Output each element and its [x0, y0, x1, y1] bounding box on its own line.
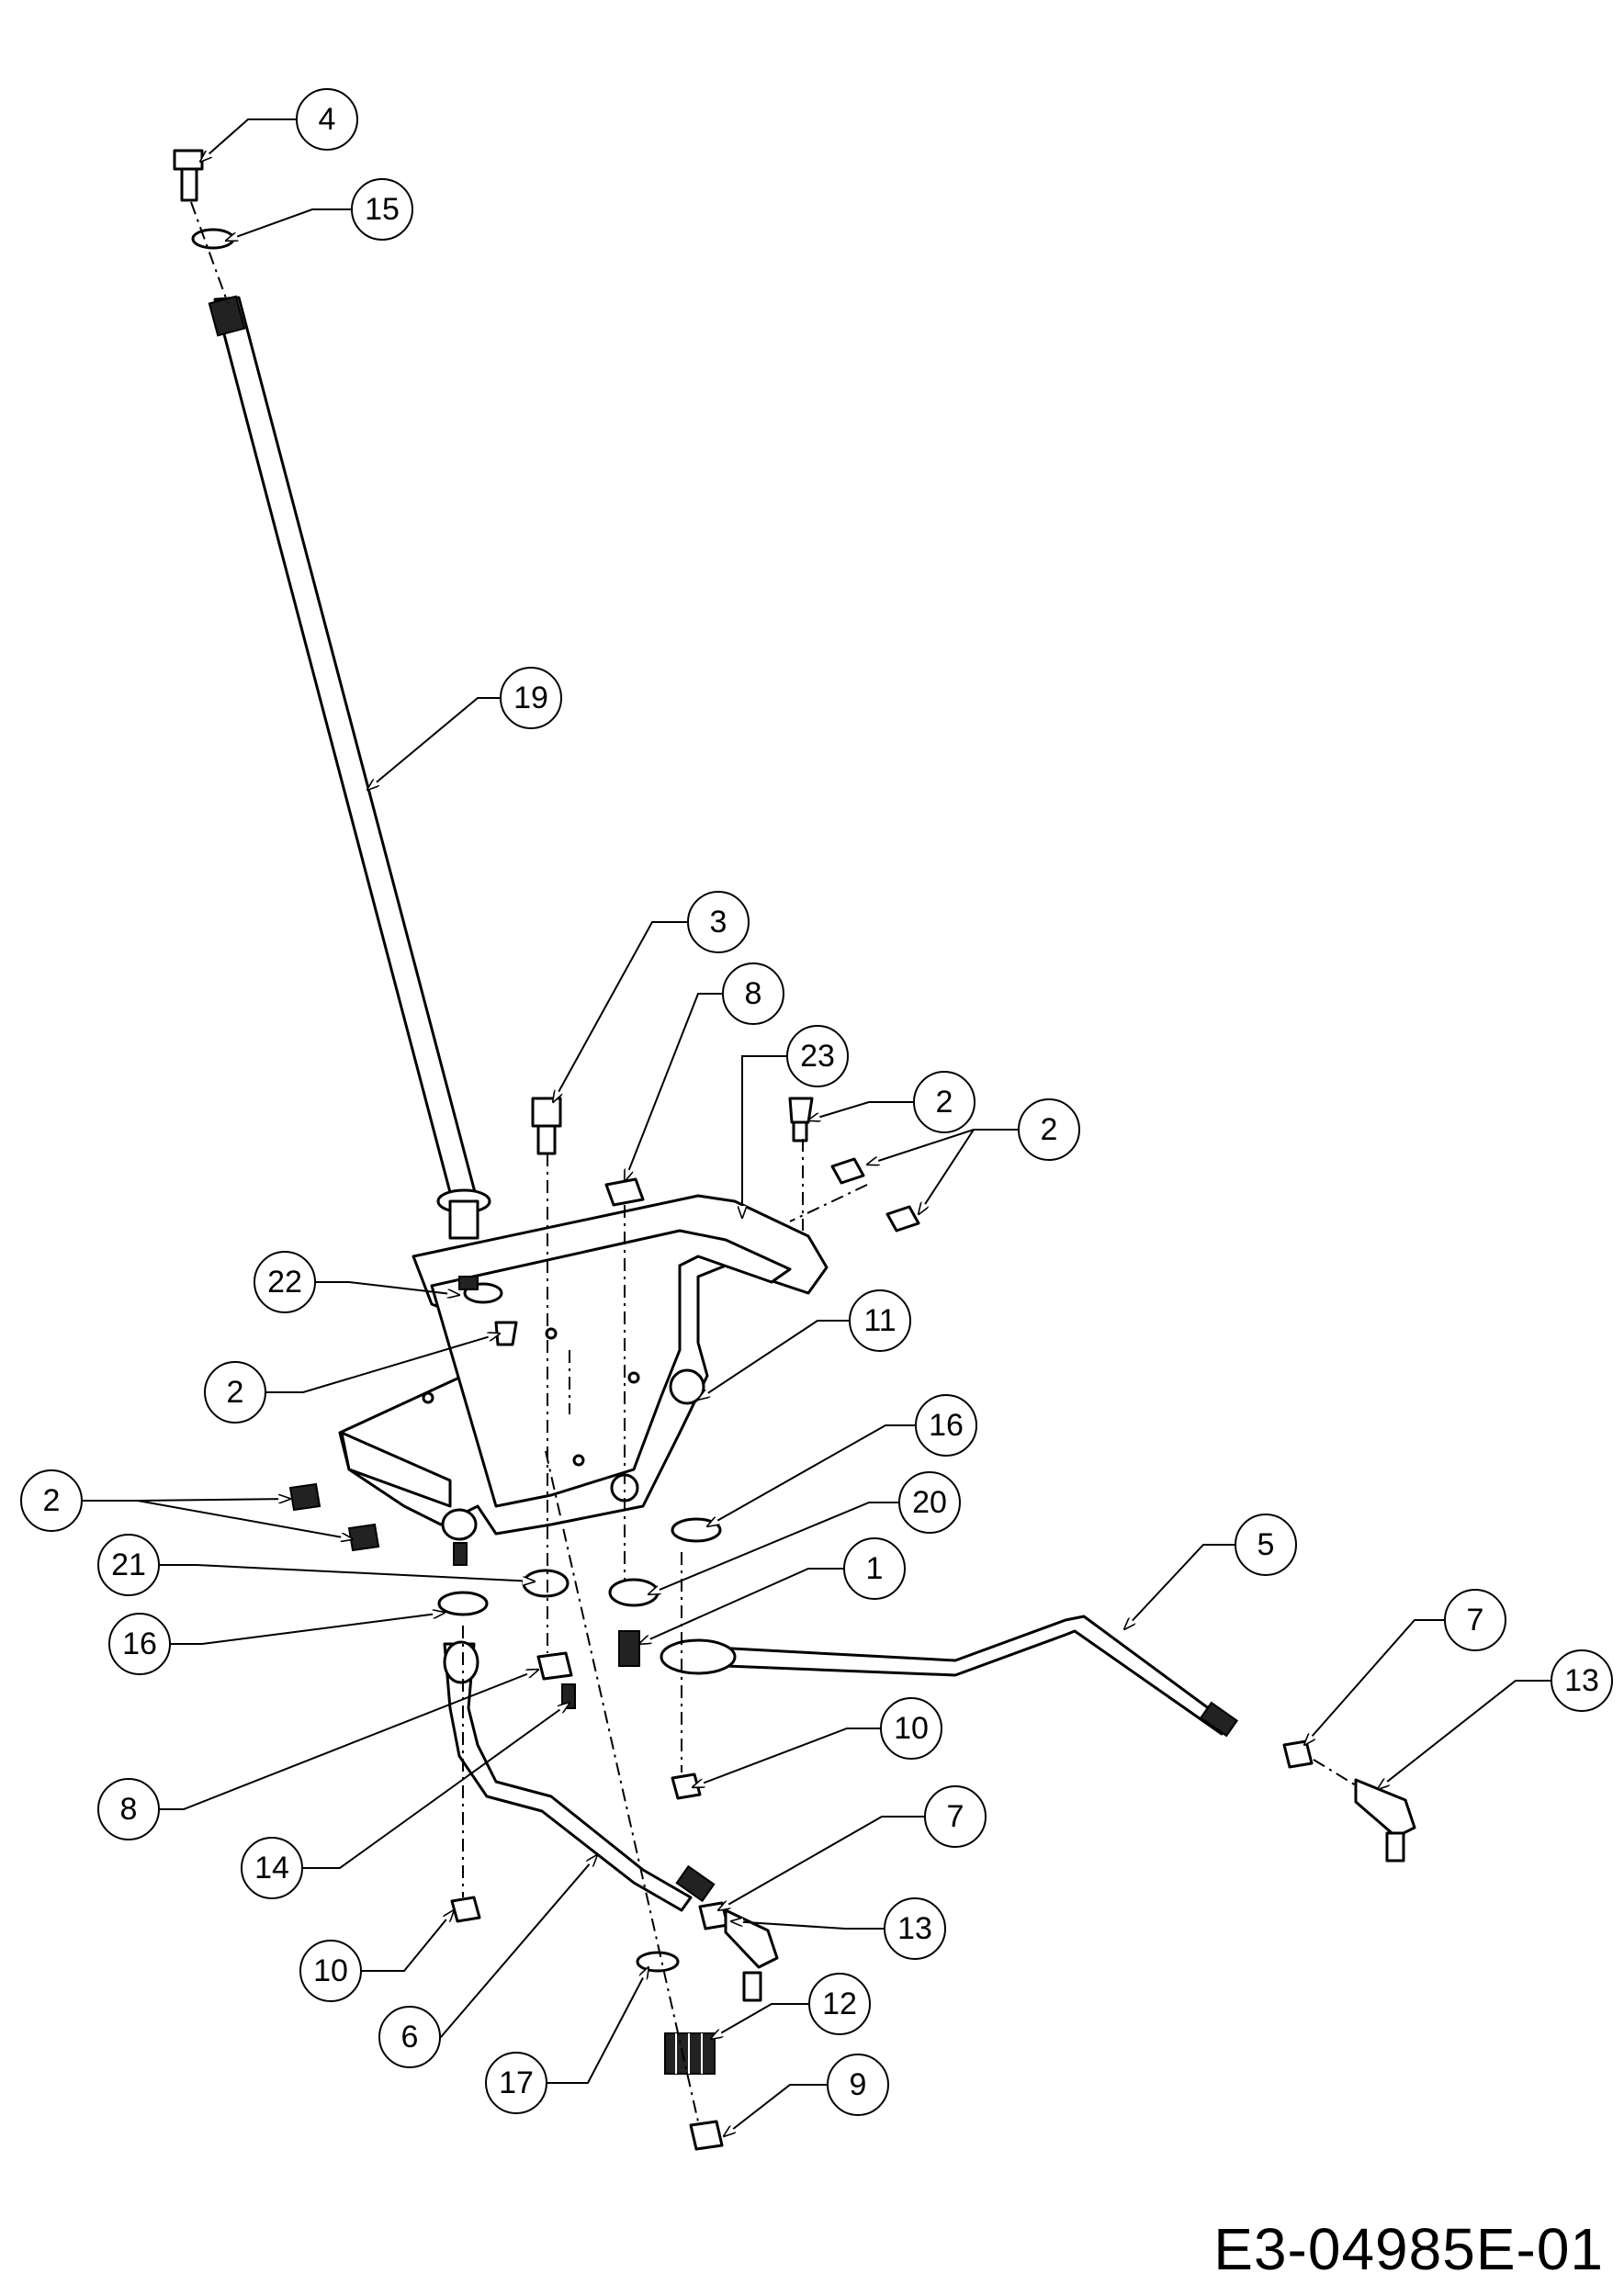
- svg-text:10: 10: [894, 1711, 929, 1746]
- leaders-layer: [83, 118, 1551, 2136]
- callout-22: 22: [254, 1251, 316, 1313]
- top-bolt: [173, 149, 204, 202]
- callout-16-left: 16: [108, 1613, 171, 1675]
- nut-9: [689, 2120, 724, 2151]
- svg-text:2: 2: [1041, 1112, 1058, 1147]
- svg-text:5: 5: [1257, 1527, 1275, 1562]
- steering-shaft: [208, 295, 491, 1240]
- svg-text:4: 4: [319, 102, 336, 137]
- svg-text:19: 19: [513, 681, 548, 715]
- gear-12: [664, 2032, 716, 2075]
- drag-link-5: [660, 1615, 1239, 1738]
- callout-2-c: 2: [204, 1361, 266, 1424]
- callout-4: 4: [296, 88, 358, 151]
- callout-9: 9: [827, 2054, 889, 2116]
- svg-text:17: 17: [499, 2065, 534, 2100]
- callout-10-right: 10: [880, 1697, 942, 1760]
- ball-joint-13-right: [1354, 1778, 1416, 1863]
- svg-text:2: 2: [43, 1483, 61, 1518]
- callout-2-b: 2: [1018, 1098, 1080, 1161]
- link-6: [443, 1640, 716, 1912]
- svg-text:9: 9: [850, 2067, 867, 2102]
- assembly-centerlines: [462, 1139, 1357, 2122]
- nut-8-top: [604, 1177, 645, 1207]
- svg-text:10: 10: [313, 1953, 348, 1988]
- callout-7-right: 7: [1444, 1589, 1506, 1651]
- svg-text:13: 13: [1564, 1663, 1599, 1698]
- callout-13-right: 13: [1551, 1649, 1613, 1712]
- callout-6: 6: [378, 2006, 441, 2068]
- nut-8-lower: [536, 1651, 573, 1681]
- svg-text:11: 11: [863, 1303, 896, 1338]
- svg-text:8: 8: [745, 976, 762, 1011]
- svg-text:6: 6: [401, 2020, 419, 2054]
- callout-13-lower: 13: [884, 1897, 946, 1960]
- svg-text:14: 14: [254, 1851, 289, 1885]
- svg-text:7: 7: [1467, 1603, 1484, 1638]
- nut-10-left: [450, 1896, 481, 1923]
- nut-7-right: [1282, 1739, 1314, 1769]
- svg-text:1: 1: [866, 1551, 884, 1586]
- callout-23: 23: [786, 1025, 849, 1087]
- callout-5: 5: [1235, 1514, 1297, 1576]
- callout-11: 11: [849, 1289, 911, 1352]
- callout-7-lower: 7: [924, 1785, 987, 1848]
- svg-text:15: 15: [365, 192, 400, 227]
- bolt-1: [618, 1630, 640, 1667]
- svg-text:12: 12: [822, 1986, 857, 2021]
- callout-21: 21: [97, 1534, 160, 1596]
- top-washer: [191, 228, 235, 250]
- svg-text:8: 8: [120, 1792, 138, 1827]
- svg-text:3: 3: [710, 905, 727, 940]
- svg-text:2: 2: [227, 1375, 244, 1410]
- callout-17: 17: [485, 2052, 547, 2114]
- callout-2-a: 2: [913, 1071, 976, 1133]
- callout-10-left: 10: [299, 1940, 362, 2002]
- document-code: E3-04985E-01: [1213, 2216, 1604, 2282]
- svg-text:23: 23: [800, 1039, 835, 1074]
- washer-17: [636, 1951, 680, 1973]
- washer-16-left: [437, 1591, 489, 1616]
- callout-16-right: 16: [915, 1394, 977, 1457]
- parts-layer: [173, 149, 1416, 2151]
- bolt-3: [531, 1097, 562, 1155]
- svg-text:2: 2: [936, 1085, 953, 1120]
- svg-text:16: 16: [929, 1408, 964, 1443]
- callout-19: 19: [500, 667, 562, 729]
- svg-text:20: 20: [912, 1485, 947, 1520]
- callout-8-lower: 8: [97, 1778, 160, 1840]
- callout-12: 12: [808, 1973, 871, 2035]
- callout-2-d: 2: [20, 1469, 83, 1532]
- stud-14: [561, 1683, 576, 1709]
- callout-15: 15: [351, 178, 413, 241]
- callout-8-top: 8: [722, 962, 784, 1025]
- callout-3: 3: [687, 891, 750, 953]
- bushing-21: [522, 1569, 570, 1598]
- bolts-2: [288, 1097, 920, 1552]
- svg-text:13: 13: [897, 1911, 932, 1946]
- callout-1: 1: [843, 1537, 906, 1600]
- svg-text:21: 21: [111, 1548, 146, 1582]
- callout-14: 14: [241, 1837, 303, 1899]
- callout-20: 20: [898, 1471, 961, 1534]
- mounting-plate: [338, 1194, 829, 1566]
- svg-text:7: 7: [947, 1799, 964, 1834]
- svg-text:16: 16: [122, 1626, 157, 1661]
- svg-text:22: 22: [267, 1265, 302, 1300]
